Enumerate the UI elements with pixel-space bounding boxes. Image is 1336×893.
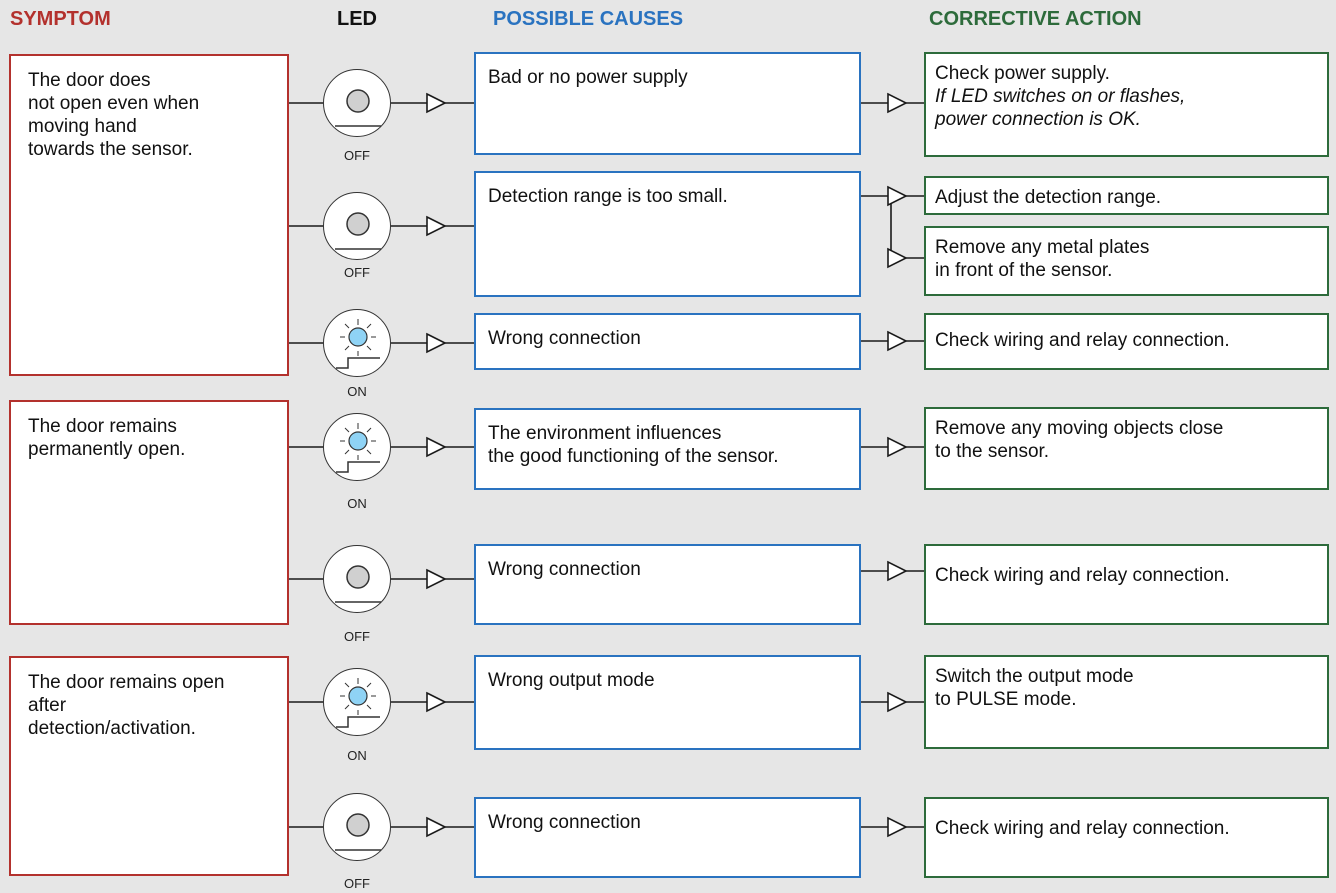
cause-box: Wrong connection xyxy=(474,544,861,625)
symptom-text: The door does not open even when moving … xyxy=(28,70,200,160)
action-text: Check wiring and relay connection. xyxy=(935,818,1230,839)
led-state-label: ON xyxy=(347,496,367,511)
symptom-text: The door remains open after detection/ac… xyxy=(28,672,225,739)
led-on-icon xyxy=(323,309,391,377)
cause-box: Wrong connection xyxy=(474,313,861,370)
cause-box: The environment influences the good func… xyxy=(474,408,861,490)
led-off-icon xyxy=(323,545,391,613)
symptom-text: The door remains permanently open. xyxy=(28,416,186,460)
led-on-icon xyxy=(323,668,391,736)
cause-box: Detection range is too small. xyxy=(474,171,861,297)
led-state-label: OFF xyxy=(344,876,370,891)
led-on-icon xyxy=(323,413,391,481)
led-off-icon xyxy=(323,192,391,260)
led-state-label: ON xyxy=(347,748,367,763)
cause-text: Detection range is too small. xyxy=(488,186,728,207)
action-text: Remove any metal plates in front of the … xyxy=(935,237,1150,281)
cause-text: Wrong output mode xyxy=(488,670,655,691)
cause-box: Wrong output mode xyxy=(474,655,861,750)
action-text: Adjust the detection range. xyxy=(935,187,1162,208)
action-text: Check wiring and relay connection. xyxy=(935,330,1230,351)
action-box: Remove any moving objects close to the s… xyxy=(924,407,1329,490)
cause-box: Wrong connection xyxy=(474,797,861,878)
action-text: Check wiring and relay connection. xyxy=(935,565,1230,586)
action-text: Remove any moving objects close to the s… xyxy=(935,418,1224,462)
cause-box: Bad or no power supply xyxy=(474,52,861,155)
cause-text: Wrong connection xyxy=(488,559,641,580)
cause-text: The environment influences the good func… xyxy=(488,423,779,467)
cause-text: Wrong connection xyxy=(488,812,641,833)
action-box: Check wiring and relay connection. xyxy=(924,313,1329,370)
header-corrective-action: CORRECTIVE ACTION xyxy=(929,8,1142,30)
header-symptom: SYMPTOM xyxy=(10,8,111,30)
action-box: Check power supply. If LED switches on o… xyxy=(924,52,1329,157)
action-box: Check wiring and relay connection. xyxy=(924,544,1329,625)
header-possible-causes: POSSIBLE CAUSES xyxy=(493,8,684,30)
action-box: Remove any metal plates in front of the … xyxy=(924,226,1329,296)
led-state-label: OFF xyxy=(344,629,370,644)
action-box: Adjust the detection range. xyxy=(924,176,1329,215)
cause-text: Wrong connection xyxy=(488,328,641,349)
action-box: Switch the output mode to PULSE mode. xyxy=(924,655,1329,749)
header-led: LED xyxy=(337,8,377,30)
action-box: Check wiring and relay connection. xyxy=(924,797,1329,878)
cause-text: Bad or no power supply xyxy=(488,67,688,88)
led-off-icon xyxy=(323,69,391,137)
action-text: Check power supply. xyxy=(935,63,1110,84)
led-state-label: OFF xyxy=(344,265,370,280)
action-note: If LED switches on or flashes, power con… xyxy=(935,86,1186,130)
symptom-box: The door remains open after detection/ac… xyxy=(9,656,289,876)
symptom-box: The door does not open even when moving … xyxy=(9,54,289,376)
action-text: Switch the output mode to PULSE mode. xyxy=(935,666,1134,710)
led-state-label: ON xyxy=(347,384,367,399)
led-off-icon xyxy=(323,793,391,861)
led-state-label: OFF xyxy=(344,148,370,163)
symptom-box: The door remains permanently open. xyxy=(9,400,289,625)
